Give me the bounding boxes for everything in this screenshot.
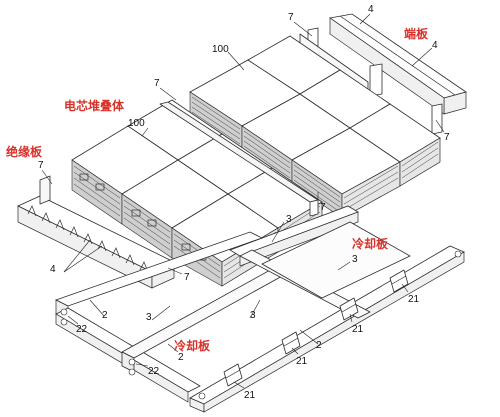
ref-21-b: 21 bbox=[352, 324, 364, 335]
cell-stack-front bbox=[71, 99, 323, 287]
label-end-plate: 端板 bbox=[404, 26, 429, 41]
leader-lines bbox=[41, 13, 445, 389]
ref-21-c: 21 bbox=[296, 356, 308, 367]
brackets bbox=[223, 269, 409, 387]
ref-2-c: 2 bbox=[178, 352, 184, 363]
label-cooling-plate-right: 冷却板 bbox=[352, 236, 389, 251]
ref-7-stack-right: 7 bbox=[320, 202, 326, 213]
ref-2-b: 2 bbox=[316, 340, 322, 351]
ref-3-a: 3 bbox=[286, 214, 292, 225]
ref-21-a: 21 bbox=[408, 294, 420, 305]
label-insulation-plate: 绝缘板 bbox=[6, 144, 43, 159]
ref-7-left: 7 bbox=[38, 160, 44, 171]
reference-numbers: 7 4 4 100 7 100 7 7 7 4 7 3 3 3 3 2 2 2 … bbox=[38, 4, 450, 401]
ref-7-mid: 7 bbox=[154, 78, 160, 89]
ref-7-right: 7 bbox=[444, 132, 450, 143]
component-labels: 端板 电芯堆叠体 绝缘板 冷却板 冷却板 bbox=[6, 26, 429, 353]
end-plate bbox=[328, 13, 467, 115]
ref-2-a: 2 bbox=[102, 310, 108, 321]
ref-4-right: 4 bbox=[432, 40, 438, 51]
ref-7-insulation: 7 bbox=[184, 272, 190, 283]
ref-7-top: 7 bbox=[288, 12, 294, 23]
bolt-holes bbox=[60, 250, 462, 400]
insulation-plate bbox=[17, 175, 175, 289]
ref-100-front: 100 bbox=[128, 118, 145, 129]
cell-stack-back bbox=[189, 35, 441, 219]
ref-4-left: 4 bbox=[50, 264, 56, 275]
ref-22-b: 22 bbox=[148, 366, 160, 377]
label-cell-stack: 电芯堆叠体 bbox=[64, 98, 125, 113]
ref-3-c: 3 bbox=[146, 312, 152, 323]
label-cooling-plate-left: 冷却板 bbox=[174, 338, 211, 353]
ref-100-back: 100 bbox=[212, 44, 229, 55]
ref-3-d: 3 bbox=[250, 310, 256, 321]
ref-3-b: 3 bbox=[352, 254, 358, 265]
ref-21-d: 21 bbox=[244, 390, 256, 401]
ref-4-top: 4 bbox=[368, 4, 374, 15]
ref-22-a: 22 bbox=[76, 324, 88, 335]
